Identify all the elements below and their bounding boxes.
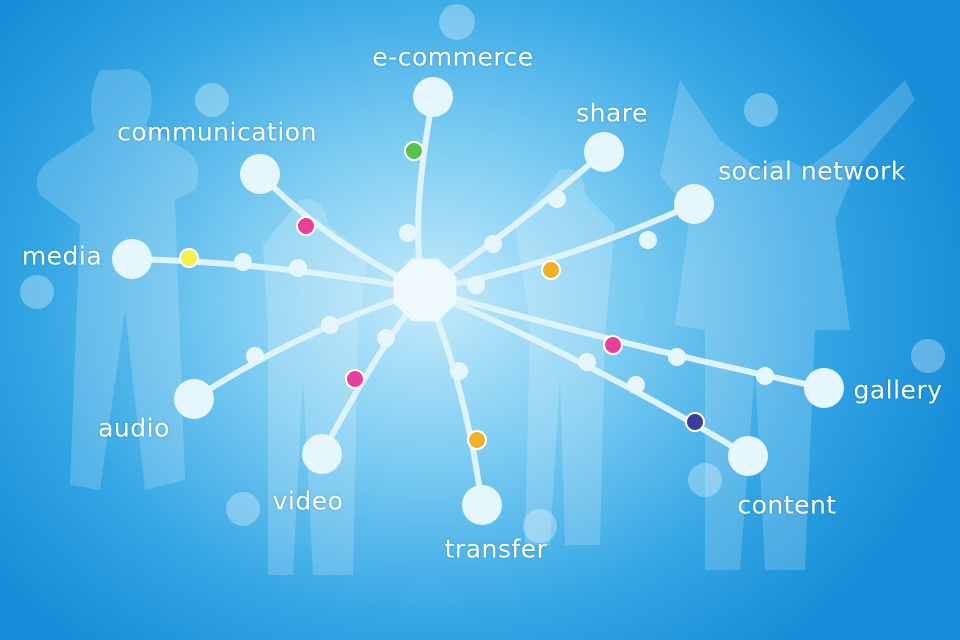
node-media: [112, 239, 152, 279]
bead-orange: [541, 260, 561, 280]
link-content: [422, 287, 751, 459]
junction-dot: [399, 224, 417, 242]
junction-dot: [377, 329, 395, 347]
junction-dot: [467, 276, 485, 294]
bead-pink: [296, 216, 316, 236]
node-social-network: [674, 184, 714, 224]
node-communication: [240, 154, 280, 194]
node-ecommerce: [413, 77, 453, 117]
node-gallery: [804, 368, 844, 408]
junction-dot: [234, 253, 252, 271]
bead-navy: [685, 412, 705, 432]
link-media: [129, 256, 428, 293]
node-content: [728, 436, 768, 476]
label-share: share: [576, 98, 648, 128]
bead-orange: [467, 430, 487, 450]
label-ecommerce: e-commerce: [372, 42, 534, 72]
node-share: [584, 132, 624, 172]
label-media: media: [21, 241, 103, 271]
junction-dot: [484, 235, 502, 253]
link-transfer: [422, 287, 485, 508]
label-social-network: social network: [718, 156, 906, 186]
hub-node: [393, 258, 457, 322]
junction-dot: [321, 316, 339, 334]
decorative-bubbles: [20, 4, 945, 543]
link-social-network: [422, 201, 697, 293]
bead-yellow: [179, 248, 199, 268]
bead-pink: [603, 335, 623, 355]
link-audio: [191, 287, 428, 402]
junction-dot: [289, 259, 307, 277]
person-silhouette: [660, 80, 915, 570]
node-video: [302, 434, 342, 474]
people-silhouettes: [36, 69, 915, 576]
label-communication: communication: [117, 117, 317, 147]
bead-pink: [345, 369, 365, 389]
junction-dot: [756, 367, 774, 385]
person-silhouette: [263, 199, 368, 576]
label-gallery: gallery: [853, 375, 943, 405]
junction-dot: [246, 347, 264, 365]
label-video: video: [272, 486, 344, 516]
label-content: content: [737, 490, 837, 520]
label-audio: audio: [98, 413, 170, 443]
junction-dot: [548, 190, 566, 208]
person-silhouette: [36, 69, 199, 490]
junction-dot: [450, 362, 468, 380]
junction-dot: [668, 348, 686, 366]
junction-dot: [627, 376, 645, 394]
junction-dot: [578, 353, 596, 371]
node-audio: [174, 379, 214, 419]
node-transfer: [462, 485, 502, 525]
bead-green: [404, 141, 424, 161]
nodes: [112, 77, 844, 525]
label-transfer: transfer: [444, 534, 548, 564]
junction-dot: [639, 231, 657, 249]
